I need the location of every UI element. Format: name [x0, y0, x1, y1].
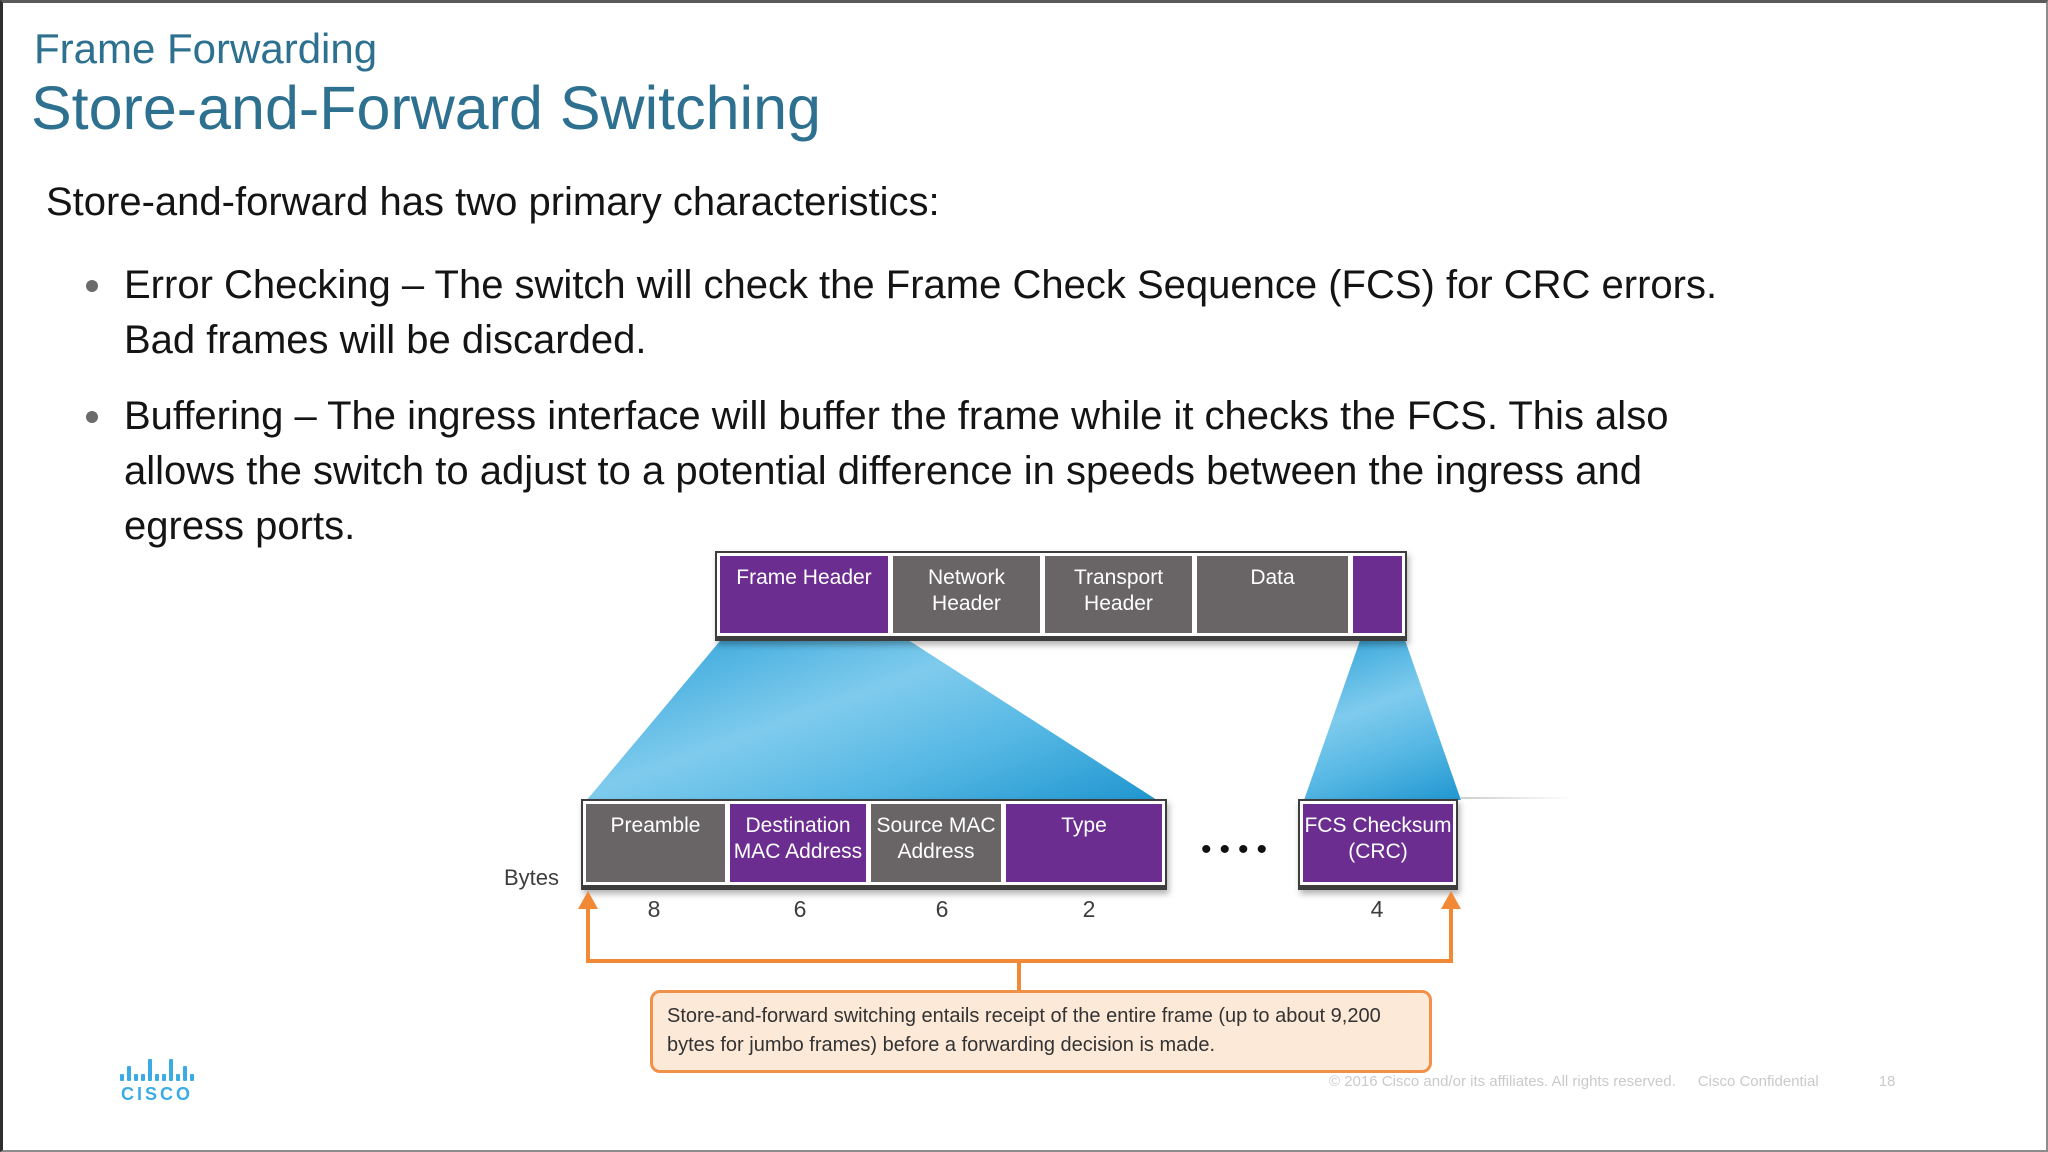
footer: © 2016 Cisco and/or its affiliates. All …: [1329, 1073, 1895, 1090]
frame-continuation-line: [1461, 797, 1573, 799]
box-data: Data: [1197, 556, 1348, 633]
box-fcs-checksum: FCS Checksum (CRC): [1303, 804, 1453, 882]
bracket-right-line: [1449, 907, 1453, 963]
byte-count-preamble: 8: [647, 896, 661, 922]
bullet-line: allows the switch to adjust to a potenti…: [124, 449, 1642, 494]
bullet-line: Error Checking – The switch will check t…: [124, 263, 1718, 308]
slide-kicker: Frame Forwarding: [34, 25, 378, 72]
page-number: 18: [1878, 1073, 1896, 1090]
bracket-left-line: [586, 907, 590, 963]
frame-fields-row: Preamble Destination MAC Address Source …: [581, 799, 1167, 890]
packet-row: Frame Header Network Header Transport He…: [715, 551, 1407, 641]
funnel-left: [586, 640, 1157, 800]
cisco-logo: CISCO: [109, 1057, 205, 1105]
byte-count-fcs: 4: [1370, 896, 1384, 922]
up-arrow-left-icon: [578, 891, 598, 909]
confidential-text: Cisco Confidential: [1697, 1073, 1819, 1090]
box-network-header: Network Header: [893, 556, 1040, 633]
bracket-stem-line: [1017, 959, 1021, 993]
bullet-error-checking: Error Checking – The switch will check t…: [86, 258, 2046, 368]
bytes-label: Bytes: [503, 865, 559, 890]
box-source-mac: Source MAC Address: [871, 804, 1001, 882]
box-type: Type: [1006, 804, 1162, 882]
bullet-line: Bad frames will be discarded.: [124, 318, 647, 363]
frame-diagram: Frame Header Network Header Transport He…: [3, 3, 2046, 1150]
box-transport-header: Transport Header: [1045, 556, 1192, 633]
fcs-checksum-box-row: FCS Checksum (CRC): [1298, 799, 1458, 890]
funnel-right: [1304, 640, 1461, 800]
copyright-text: © 2016 Cisco and/or its affiliates. All …: [1329, 1073, 1676, 1090]
box-frame-header: Frame Header: [720, 556, 888, 633]
up-arrow-right-icon: [1441, 891, 1461, 909]
box-fcs-small: [1353, 556, 1402, 633]
callout-line: bytes for jumbo frames) before a forward…: [667, 1034, 1216, 1056]
bracket-horizontal-line: [586, 959, 1453, 963]
callout-box: Store-and-forward switching entails rece…: [650, 990, 1432, 1073]
box-destination-mac: Destination MAC Address: [730, 804, 866, 882]
bullet-buffering: Buffering – The ingress interface will b…: [86, 389, 2046, 554]
lead-text: Store-and-forward has two primary charac…: [46, 180, 940, 225]
cisco-logo-bars-icon: [109, 1057, 205, 1081]
callout-line: Store-and-forward switching entails rece…: [667, 1005, 1381, 1027]
page-title: Store-and-Forward Switching: [31, 74, 821, 143]
cisco-logo-text: CISCO: [120, 1084, 193, 1104]
bullet-line: Buffering – The ingress interface will b…: [124, 394, 1669, 439]
box-preamble: Preamble: [586, 804, 725, 882]
byte-count-source-mac: 6: [935, 896, 949, 922]
bullet-list: Error Checking – The switch will check t…: [3, 258, 2046, 554]
ellipsis-dots: ••••: [1201, 833, 1276, 866]
byte-count-dest-mac: 6: [793, 896, 807, 922]
byte-count-type: 2: [1082, 896, 1096, 922]
bullet-line: egress ports.: [124, 504, 356, 549]
